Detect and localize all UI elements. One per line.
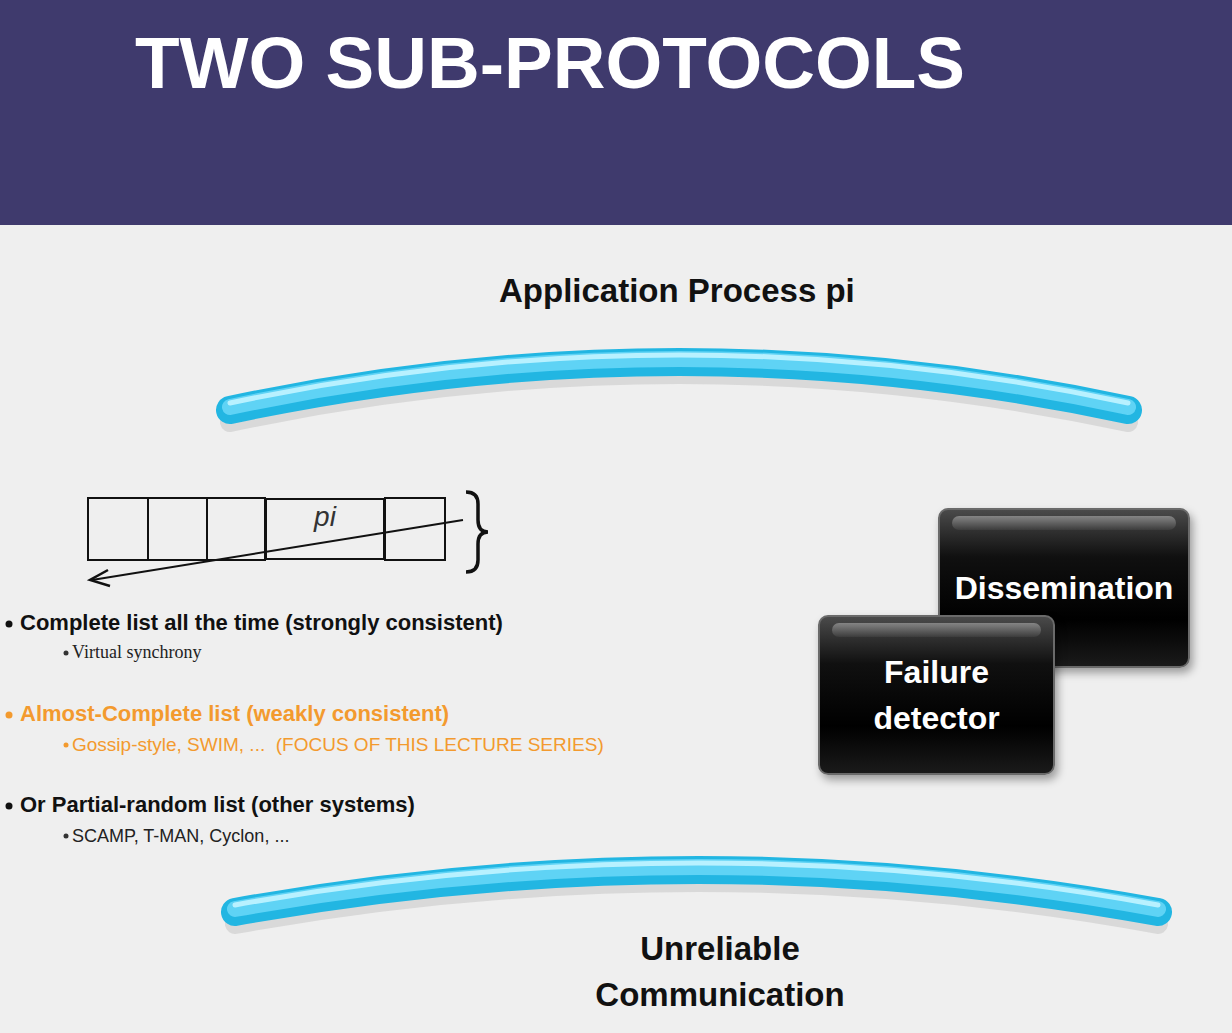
tube-shine [235,867,1158,909]
brace [466,492,488,572]
box-gloss [952,516,1176,530]
bullet-text: Complete list all the time (strongly con… [20,612,503,634]
cell-label: pi [311,502,339,533]
bullet-dot [6,712,13,719]
bullet-dot [64,834,69,839]
list-cell [148,498,207,560]
sub-bullet-text: Virtual synchrony [72,643,201,661]
bullet-text: Almost-Complete list (weakly consistent) [20,703,449,725]
tube-highlight [230,355,1128,403]
list-cell-entry: pi [265,498,385,560]
bullet-text: Or Partial-random list (other systems) [20,794,415,816]
bullet-dot [6,803,13,810]
communication-tube [235,863,1158,924]
sub-bullet-text: SCAMP, T-MAN, Cyclon, ... [72,827,289,845]
sub-bullet-text: Gossip-style, SWIM, ... (FOCUS OF THIS L… [72,735,604,754]
sweep-arrowhead [90,570,110,586]
sweep-arrow-line [92,520,463,580]
layer-label: Application Process pi [499,274,855,307]
box-label: Dissemination [955,565,1174,611]
list-cell [385,498,445,560]
bullet-dot [64,651,69,656]
bullet-dot [6,621,13,628]
tube-highlight [235,863,1158,905]
list-cell [207,498,265,560]
bullet-dot [64,743,69,748]
layer-label: Unreliable Communication [555,926,885,1018]
protocol-box: Failure detector [818,615,1055,775]
list-cell [88,498,148,560]
application-tube [230,355,1128,422]
slide-title: TWO SUB-PROTOCOLS [135,26,965,99]
box-gloss [832,623,1041,637]
box-label: Failure detector [830,649,1043,741]
tube-shine [230,359,1128,407]
